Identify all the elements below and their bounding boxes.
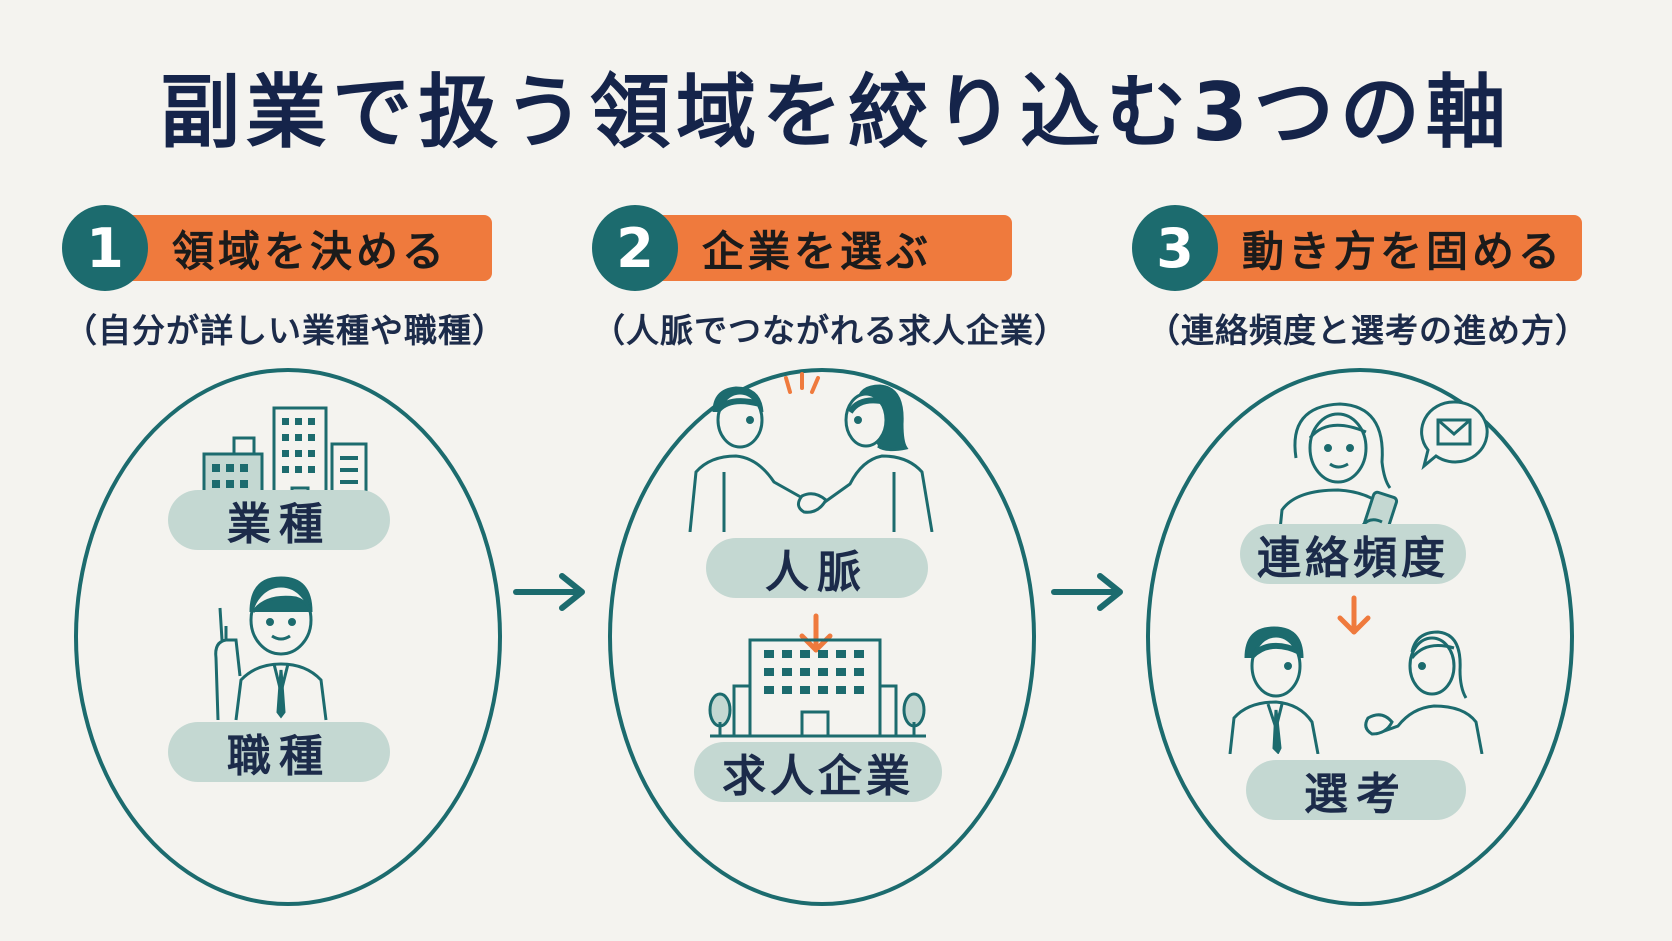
step-2-heading: 企業を選ぶ bbox=[662, 215, 1012, 281]
label-occupation: 職種 bbox=[168, 722, 390, 782]
arrow-right-icon bbox=[1051, 573, 1123, 611]
businessman-pointing-icon bbox=[214, 576, 328, 721]
step-3-heading: 動き方を固める bbox=[1202, 215, 1582, 281]
step-2-header: 2 企業を選ぶ bbox=[592, 205, 1012, 291]
label-industry: 業種 bbox=[168, 490, 390, 550]
step-3-number: 3 bbox=[1132, 205, 1218, 291]
label-selection: 選考 bbox=[1246, 760, 1466, 820]
woman-phone-icon bbox=[1276, 402, 1399, 550]
step-1-header: 1 領域を決める bbox=[62, 205, 492, 291]
step-3-header: 3 動き方を固める bbox=[1132, 205, 1582, 291]
step-1-heading: 領域を決める bbox=[132, 215, 492, 281]
step-1-number: 1 bbox=[62, 205, 148, 291]
arrow-down-icon bbox=[1337, 595, 1371, 635]
step-1-subtitle: （自分が詳しい業種や職種） bbox=[64, 311, 506, 350]
page-title: 副業で扱う領域を絞り込む3つの軸 bbox=[160, 66, 1512, 159]
label-network: 人脈 bbox=[706, 538, 928, 598]
mail-bubble-icon bbox=[1420, 400, 1489, 470]
step-3-oval: 連絡頻度 選考 bbox=[1146, 368, 1574, 906]
office-building-icon bbox=[708, 638, 926, 738]
arrow-right-icon bbox=[513, 573, 585, 611]
label-contact-frequency: 連絡頻度 bbox=[1240, 524, 1466, 584]
label-hiring-company: 求人企業 bbox=[694, 742, 942, 802]
step-2-number: 2 bbox=[592, 205, 678, 291]
step-2-oval: 人脈 求人企業 bbox=[608, 368, 1036, 906]
step-2-subtitle: （人脈でつながれる求人企業） bbox=[592, 311, 1068, 350]
step-1-oval: 業種 職種 bbox=[74, 368, 502, 906]
step-3-subtitle: （連絡頻度と選考の進め方） bbox=[1147, 311, 1589, 350]
interview-icon bbox=[1228, 626, 1484, 754]
handshake-icon bbox=[688, 372, 934, 532]
